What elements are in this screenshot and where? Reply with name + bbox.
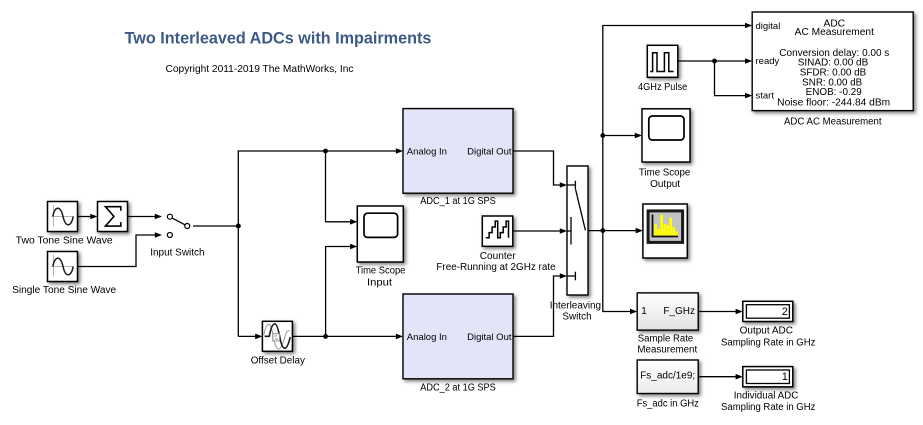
svg-text:Interleaving: Interleaving (550, 300, 601, 311)
svg-text:Noise floor: -244.84 dBm: Noise floor: -244.84 dBm (777, 97, 890, 108)
svg-text:Sampling Rate in GHz: Sampling Rate in GHz (721, 338, 815, 349)
svg-text:digital: digital (756, 21, 781, 32)
svg-text:Time Scope: Time Scope (639, 167, 691, 178)
svg-text:Conversion delay: 0.00 s: Conversion delay: 0.00 s (779, 48, 889, 59)
svg-text:Time Scope: Time Scope (356, 265, 406, 276)
svg-text:Free-Running at 2GHz rate: Free-Running at 2GHz rate (436, 262, 556, 273)
svg-text:Two Interleaved ADCs with Impa: Two Interleaved ADCs with Impairments (125, 29, 432, 47)
svg-text:1: 1 (641, 306, 647, 317)
svg-text:F_GHz: F_GHz (663, 306, 695, 317)
svg-text:start: start (756, 91, 775, 102)
svg-text:ADC: ADC (824, 18, 846, 29)
svg-text:Analog In: Analog In (407, 332, 447, 343)
svg-text:ENOB: -0.29: ENOB: -0.29 (806, 87, 862, 98)
svg-text:Input Switch: Input Switch (150, 248, 204, 259)
svg-text:4GHz Pulse: 4GHz Pulse (638, 82, 688, 93)
svg-text:Offset Delay: Offset Delay (251, 355, 305, 366)
svg-text:Output: Output (650, 179, 680, 190)
svg-text:Counter: Counter (480, 251, 517, 262)
svg-text:Single Tone Sine Wave: Single Tone Sine Wave (12, 285, 116, 296)
svg-text:Two Tone Sine Wave: Two Tone Sine Wave (16, 236, 113, 247)
svg-text:SNR: 0.00 dB: SNR: 0.00 dB (802, 77, 862, 88)
svg-text:1: 1 (782, 371, 788, 383)
svg-text:Digital Out: Digital Out (467, 332, 512, 343)
svg-text:Analog In: Analog In (407, 146, 447, 157)
svg-text:ADC_2 at 1G SPS: ADC_2 at 1G SPS (420, 382, 496, 393)
svg-text:2: 2 (782, 306, 788, 318)
svg-text:SFDR: 0.00 dB: SFDR: 0.00 dB (800, 67, 867, 78)
svg-text:Digital Out: Digital Out (467, 146, 512, 157)
svg-text:Individual ADC: Individual ADC (734, 390, 799, 401)
svg-text:AC Measurement: AC Measurement (795, 27, 874, 38)
svg-text:Sample Rate: Sample Rate (638, 333, 694, 344)
svg-text:ADC_1 at 1G SPS: ADC_1 at 1G SPS (420, 196, 496, 207)
svg-text:ADC AC Measurement: ADC AC Measurement (784, 116, 882, 127)
svg-text:Output ADC: Output ADC (740, 326, 793, 337)
svg-text:Switch: Switch (562, 312, 591, 323)
svg-text:Fs_adc/1e9;: Fs_adc/1e9; (640, 370, 695, 381)
svg-text:SINAD: 0.00 dB: SINAD: 0.00 dB (798, 58, 869, 69)
svg-text:Sampling Rate in GHz: Sampling Rate in GHz (721, 402, 815, 413)
svg-text:Input: Input (367, 277, 392, 288)
svg-text:Fs_adc in GHz: Fs_adc in GHz (637, 398, 699, 409)
svg-text:Copyright 2011-2019 The MathWo: Copyright 2011-2019 The MathWorks, Inc (166, 64, 354, 75)
svg-text:Measurement: Measurement (637, 345, 697, 356)
svg-text:ready: ready (756, 56, 780, 67)
